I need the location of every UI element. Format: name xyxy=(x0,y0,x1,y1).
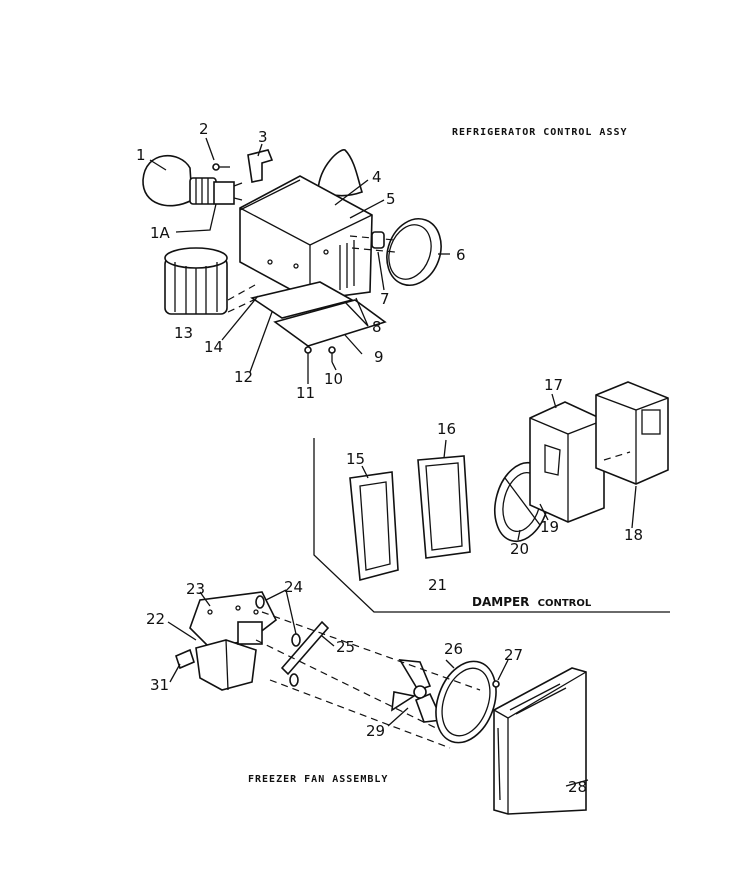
screw-part-27 xyxy=(492,680,500,688)
label-part-1a: 1A xyxy=(150,224,171,242)
shaft-part-7 xyxy=(371,231,385,249)
label-part-25: 25 xyxy=(336,638,355,656)
label-part-26: 26 xyxy=(444,640,463,658)
screw-part-11 xyxy=(304,346,312,362)
damper-housing-part-17 xyxy=(529,401,605,523)
label-part-1: 1 xyxy=(136,146,146,164)
label-part-13: 13 xyxy=(174,324,193,342)
label-part-4: 4 xyxy=(372,168,382,186)
label-part-2: 2 xyxy=(199,120,209,138)
label-part-9: 9 xyxy=(374,348,384,366)
light-bulb-part xyxy=(142,155,217,207)
label-part-31: 31 xyxy=(150,676,169,694)
caption-freezer-fan-assembly: FREEZER FAN ASSEMBLY xyxy=(248,774,388,785)
grommet-part-24 xyxy=(255,595,301,687)
label-part-10: 10 xyxy=(324,370,343,388)
lamp-socket-part xyxy=(213,181,243,205)
label-part-8: 8 xyxy=(372,318,382,336)
label-part-27: 27 xyxy=(504,646,523,664)
bracket-part-9 xyxy=(273,299,387,347)
damper-frame-part-16 xyxy=(417,455,471,559)
damper-boundary-line xyxy=(313,438,670,613)
label-part-18: 18 xyxy=(624,526,643,544)
label-part-21: 21 xyxy=(428,576,447,594)
label-part-20: 20 xyxy=(510,540,529,558)
damper-cover-part-18 xyxy=(595,381,669,485)
label-part-5: 5 xyxy=(386,190,396,208)
screw-part-10 xyxy=(328,346,336,362)
label-part-16: 16 xyxy=(437,420,456,438)
label-part-15: 15 xyxy=(346,450,365,468)
label-part-22: 22 xyxy=(146,610,165,628)
fan-motor-part xyxy=(195,621,263,691)
label-part-28: 28 xyxy=(568,778,587,796)
fan-shroud-part xyxy=(435,660,497,744)
caption-refrigerator-control: REFRIGERATOR CONTROL ASSY xyxy=(452,127,628,138)
fan-drum-part xyxy=(164,247,228,315)
leader-lines-freezer xyxy=(167,589,589,787)
shaft-part-25 xyxy=(280,620,330,676)
leader-lines-top xyxy=(149,137,450,384)
label-part-24: 24 xyxy=(284,578,303,596)
label-part-7: 7 xyxy=(380,290,390,308)
control-housing-part xyxy=(239,175,373,301)
damper-frame-part-15 xyxy=(349,471,399,582)
clip-part-3 xyxy=(247,149,274,183)
fan-grille-part xyxy=(493,667,587,815)
fan-blade-part xyxy=(391,659,444,723)
caption-damper-main: DAMPER xyxy=(472,595,529,609)
label-part-19: 19 xyxy=(540,518,559,536)
label-part-12: 12 xyxy=(234,368,253,386)
label-part-6: 6 xyxy=(456,246,466,264)
screw-part-2 xyxy=(212,163,230,171)
clip-part-31 xyxy=(175,648,195,670)
label-part-29: 29 xyxy=(366,722,385,740)
caption-damper: DAMPER CONTROL xyxy=(472,595,592,609)
leader-lines-damper xyxy=(361,393,637,541)
label-part-23: 23 xyxy=(186,580,205,598)
label-part-14: 14 xyxy=(204,338,223,356)
caption-damper-sub: CONTROL xyxy=(538,598,592,609)
label-part-17: 17 xyxy=(544,376,563,394)
label-part-3: 3 xyxy=(258,128,268,146)
control-knob-part xyxy=(386,218,442,286)
label-part-11: 11 xyxy=(296,384,315,402)
plate-part-12 xyxy=(250,281,355,319)
